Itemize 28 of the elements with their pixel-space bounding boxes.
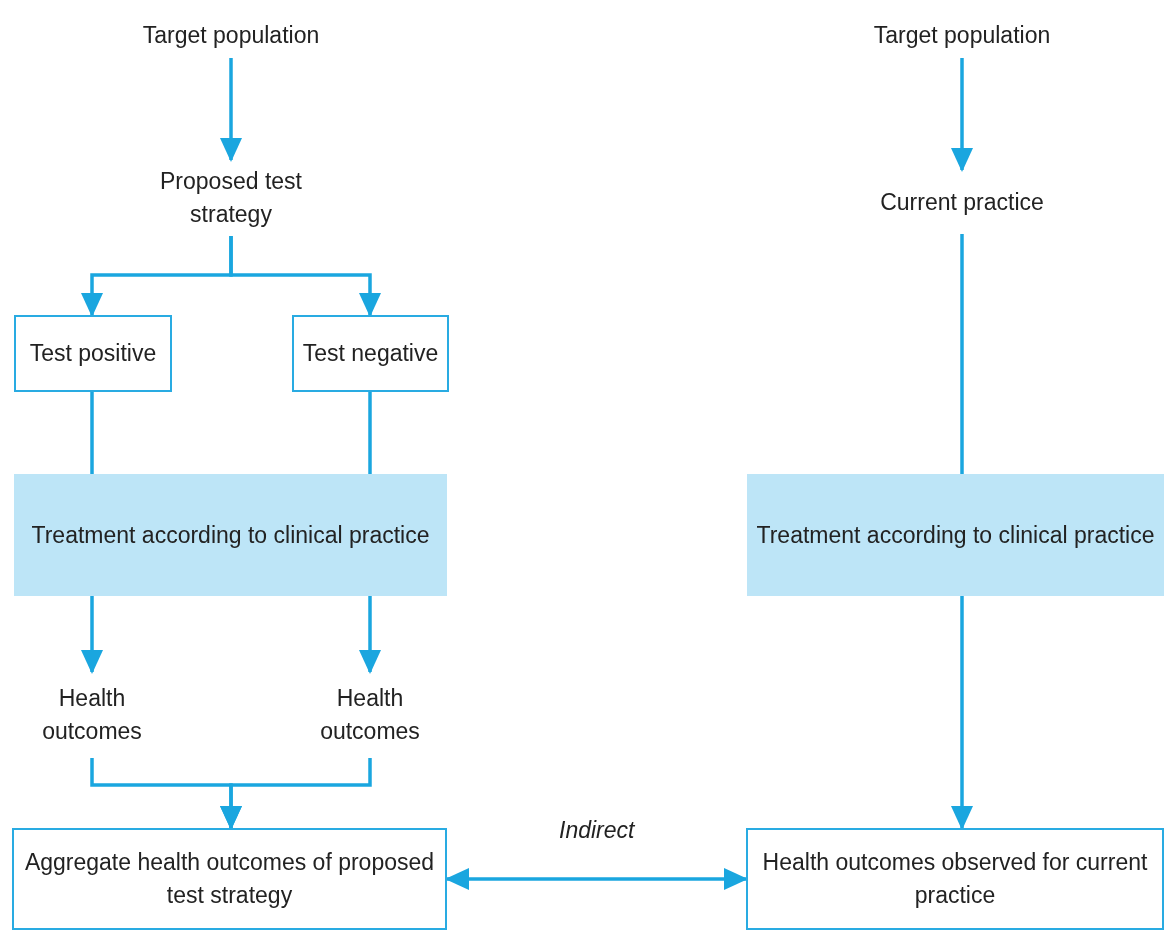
- step-label: Target population: [872, 20, 1052, 50]
- box-label: Test negative: [301, 339, 440, 368]
- process-box: [746, 828, 1164, 930]
- connector-line: [960, 234, 964, 474]
- arrow: [951, 58, 973, 172]
- arrow: [229, 236, 381, 317]
- arrow: [220, 758, 372, 830]
- process-box: [292, 315, 449, 392]
- treatment-band: [747, 474, 1164, 596]
- box-label: Health outcomes observed for current practice: [761, 848, 1149, 910]
- step-label: Proposed test strategy: [159, 167, 303, 229]
- step-label: Target population: [141, 20, 321, 50]
- box-label: Test positive: [28, 339, 158, 368]
- process-box: [14, 315, 172, 392]
- step-label: Health outcomes: [41, 684, 143, 746]
- box-label: Treatment according to clinical practice: [30, 520, 431, 550]
- box-label: Aggregate health outcomes of proposed test strategy: [23, 848, 436, 910]
- arrow: [220, 58, 242, 162]
- process-box: [12, 828, 447, 930]
- arrow: [81, 596, 103, 674]
- arrow: [359, 596, 381, 674]
- connector-line: [90, 392, 94, 474]
- connector-line: [368, 392, 372, 474]
- box-label: Treatment according to clinical practice: [755, 520, 1156, 550]
- arrow: [951, 596, 973, 830]
- step-label: Current practice: [879, 187, 1045, 217]
- step-label: Health outcomes: [319, 684, 421, 746]
- treatment-band: [14, 474, 447, 596]
